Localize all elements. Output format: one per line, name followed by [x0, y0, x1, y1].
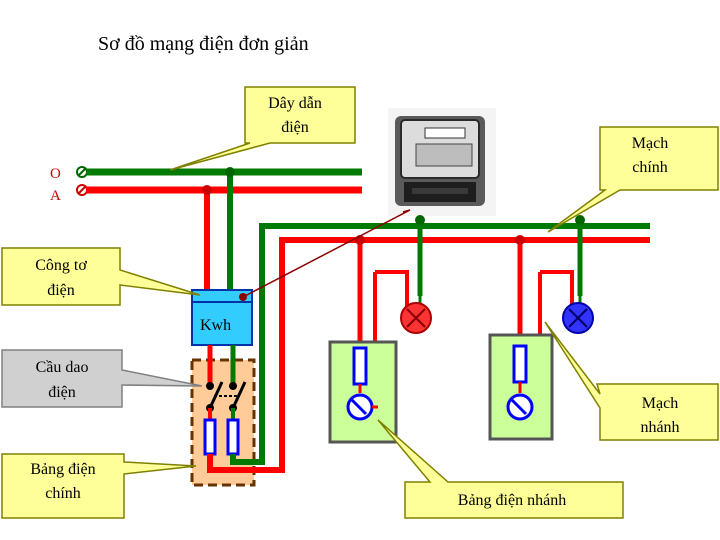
- callout-main-panel: Bảng điện chính: [1, 453, 197, 519]
- main-fuse-left: [203, 418, 217, 456]
- callout-branch-circuit: Mạch nhánh: [544, 321, 719, 441]
- meter-photo: [388, 108, 496, 216]
- callout-branch-circuit-line2: nhánh: [640, 419, 679, 436]
- main-circuit-phase-out: [207, 237, 650, 473]
- callout-wire-line1: Dây dẫn: [268, 95, 322, 112]
- branch-1-fuse: [352, 346, 368, 386]
- terminal-o-label: O: [50, 166, 61, 182]
- callout-knife-switch: Cầu dao điện: [1, 349, 203, 408]
- branch-1-switch: [346, 393, 374, 421]
- callout-knife-switch-line2: điện: [48, 384, 76, 401]
- callout-wire-line2: điện: [281, 119, 309, 136]
- blue-lamp: [562, 296, 594, 334]
- callout-main-circuit-line2: chính: [632, 159, 668, 176]
- callout-meter: Công tơ điện: [1, 247, 201, 306]
- meter-label: Kwh: [200, 317, 231, 334]
- callout-main-circuit: Mạch chính: [547, 126, 719, 233]
- callout-knife-switch-line1: Cầu dao: [36, 359, 89, 376]
- main-fuse-right: [226, 418, 240, 456]
- callout-branch-panel-text: Bảng điện nhánh: [458, 492, 566, 509]
- callout-main-panel-line1: Bảng điện: [30, 461, 95, 478]
- branch-2-fuse: [512, 344, 528, 384]
- callout-meter-line1: Công tơ: [35, 257, 87, 274]
- terminal-a-screw: [76, 184, 88, 196]
- callout-branch-panel: Bảng điện nhánh: [377, 419, 624, 519]
- terminal-a-label: A: [50, 188, 61, 204]
- diagram-title: Sơ đồ mạng điện đơn giản: [98, 33, 309, 55]
- callout-wire: Dây dẫn điện: [169, 86, 356, 171]
- main-circuit-neutral-out: [230, 223, 650, 465]
- red-lamp: [400, 296, 432, 334]
- terminal-o-screw: [76, 166, 88, 178]
- main-panel: [190, 358, 256, 487]
- branch-2-switch: [506, 393, 534, 421]
- neutral-junction: [225, 167, 235, 177]
- callout-meter-line2: điện: [47, 282, 75, 299]
- meter-photo-pointer: [242, 209, 411, 298]
- callout-main-circuit-line1: Mạch: [632, 135, 668, 152]
- phase-junction: [202, 185, 212, 195]
- callout-branch-circuit-line1: Mạch: [642, 395, 678, 412]
- callout-main-panel-line2: chính: [45, 485, 81, 502]
